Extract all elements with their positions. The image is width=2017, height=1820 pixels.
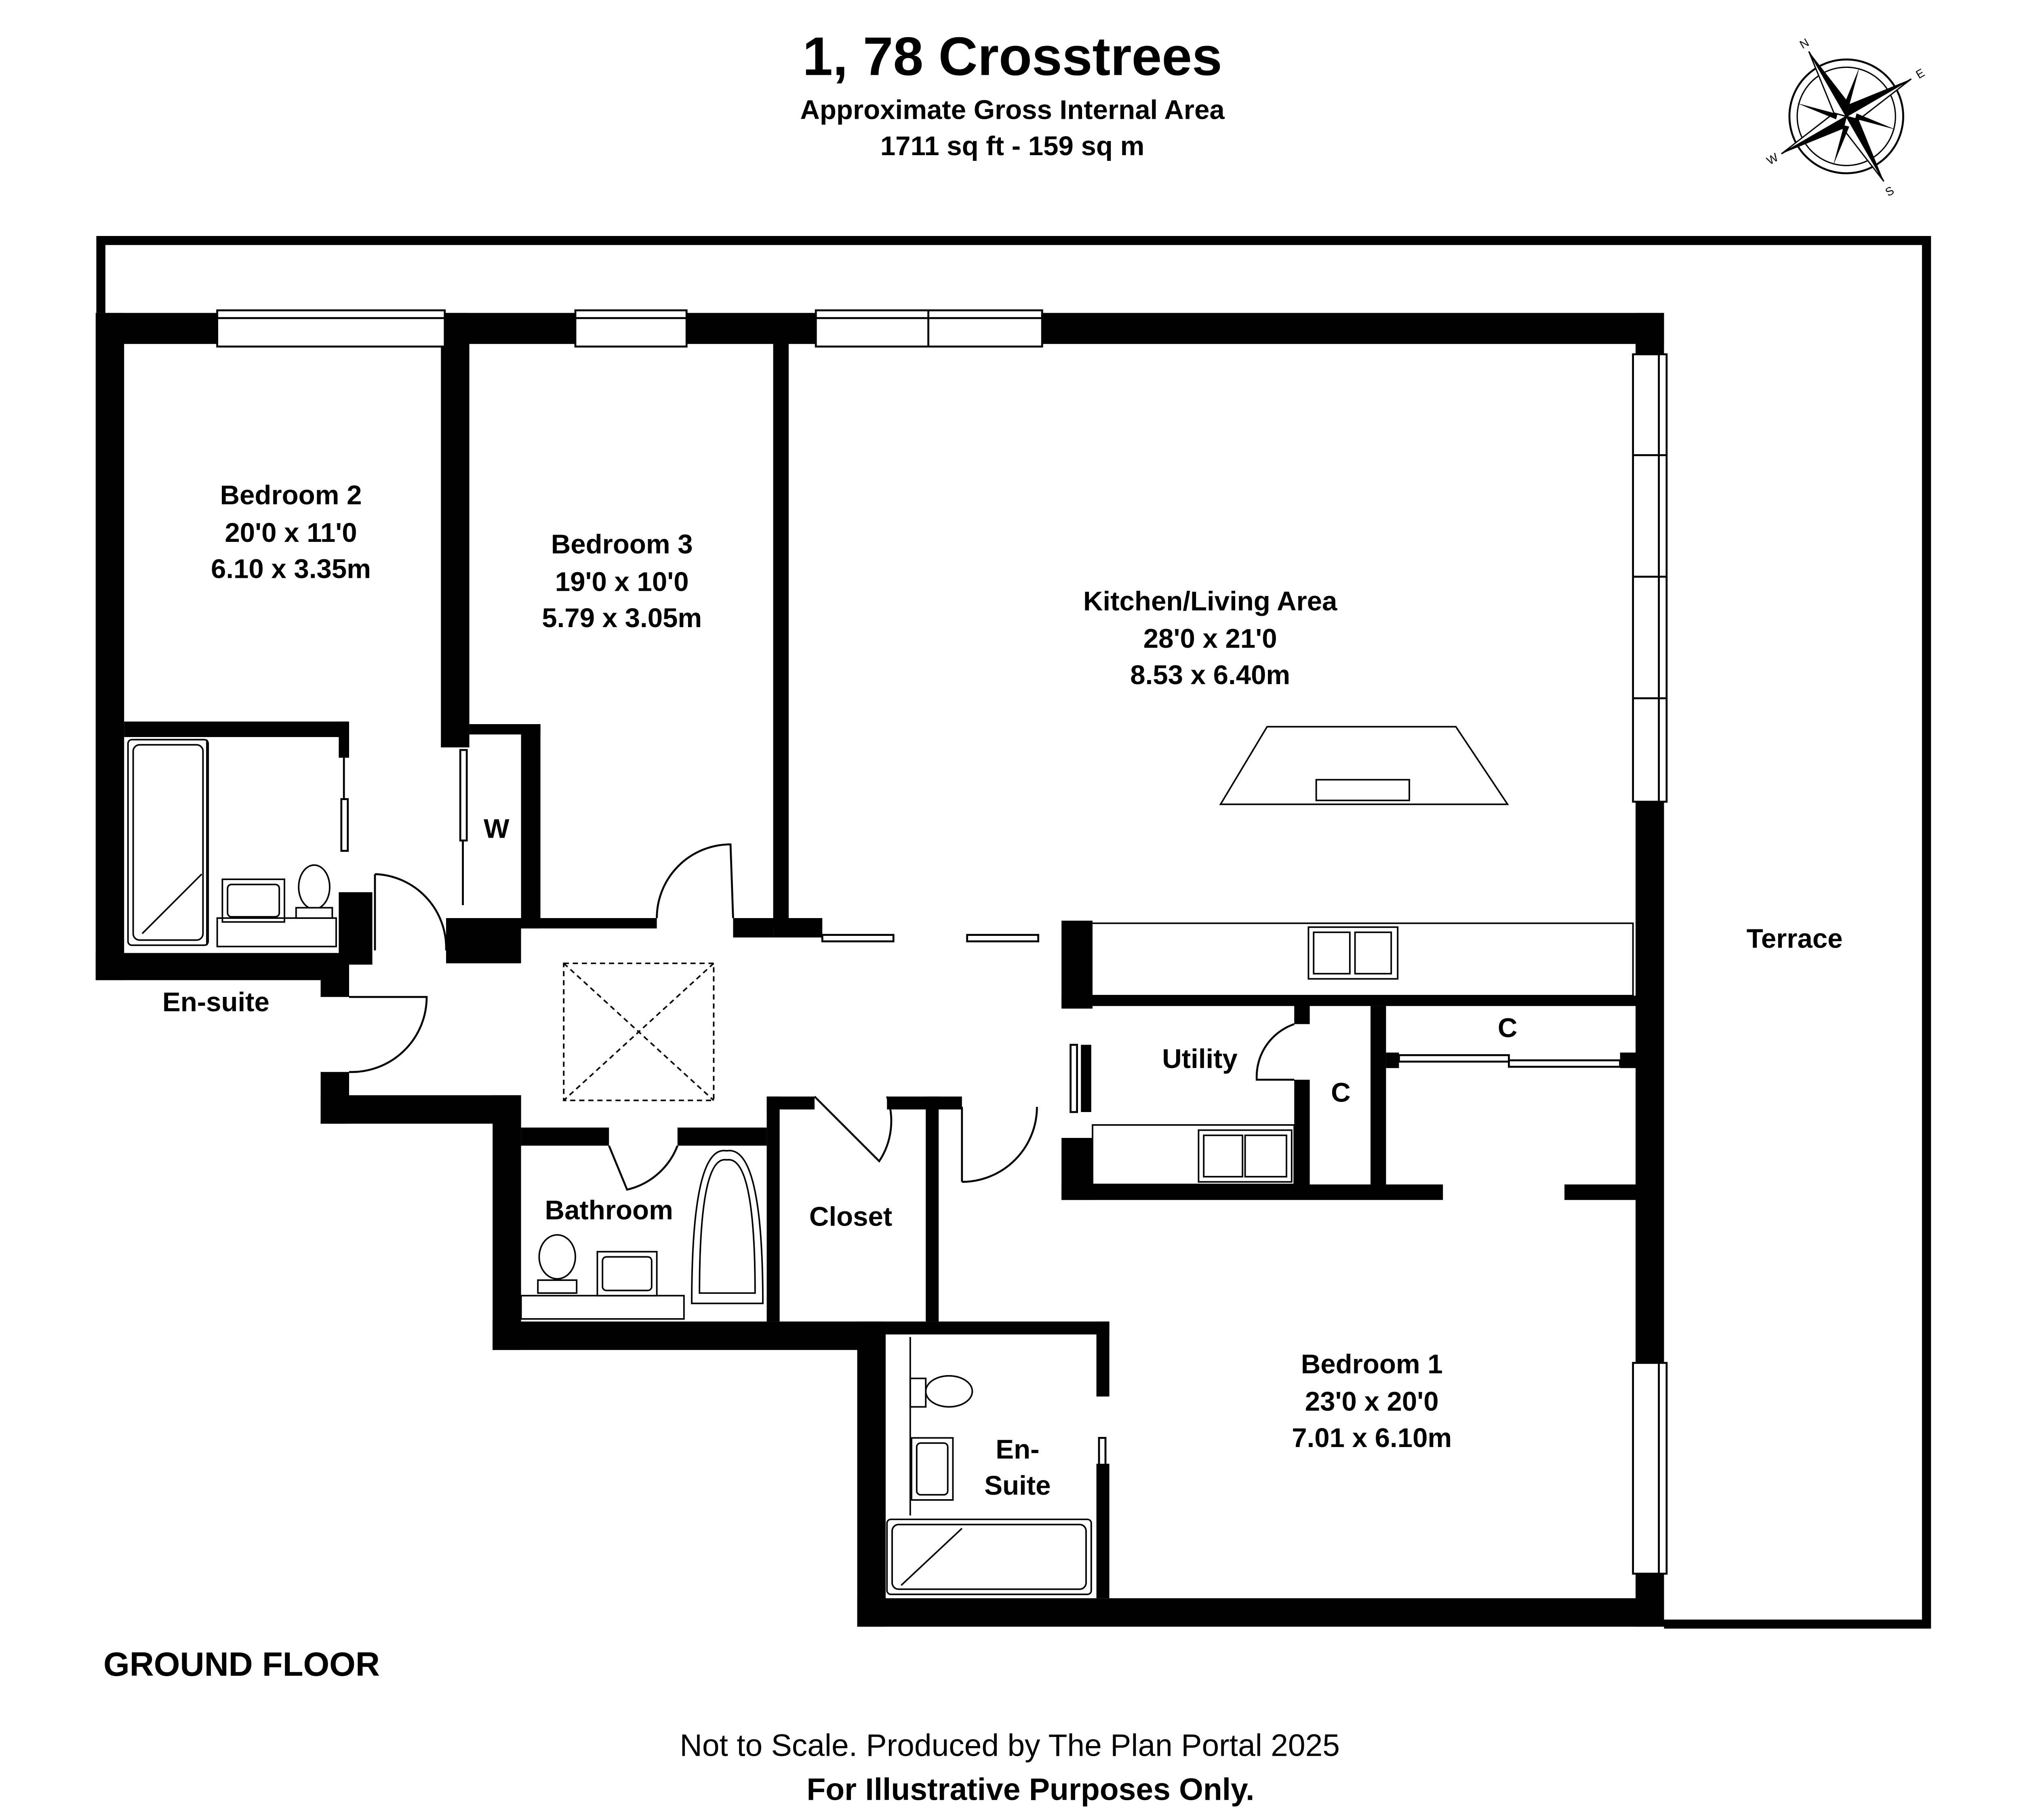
ensuite-lower-label-2: Suite xyxy=(984,1470,1051,1501)
terrace-label: Terrace xyxy=(1747,924,1843,954)
room-kitchen-living: Kitchen/Living Area 28'0 x 21'0 8.53 x 6… xyxy=(1083,586,1337,690)
fixtures xyxy=(127,726,1634,1595)
wardrobe-label: W xyxy=(484,814,510,844)
windows xyxy=(216,309,1668,1575)
compass-e-label: E xyxy=(1914,66,1927,81)
plan-subtitle: Approximate Gross Internal Area xyxy=(800,95,1225,125)
room-bedroom-3: Bedroom 3 19'0 x 10'0 5.79 x 3.05m xyxy=(542,529,702,633)
closet-label: Closet xyxy=(809,1202,892,1232)
footer-disclaimer: Not to Scale. Produced by The Plan Porta… xyxy=(680,1728,1340,1763)
cupboard-b-label: C xyxy=(1331,1077,1351,1108)
compass-icon: N S W E xyxy=(1764,36,1927,199)
kitchen-metric: 8.53 x 6.40m xyxy=(1130,660,1290,690)
bedroom-1-imperial: 23'0 x 20'0 xyxy=(1305,1386,1439,1417)
floor-label: GROUND FLOOR xyxy=(103,1645,380,1683)
doors xyxy=(340,749,1621,1491)
cupboard-a-label: C xyxy=(1498,1013,1518,1043)
interior-walls xyxy=(124,313,1637,1599)
compass-n-label: N xyxy=(1798,36,1811,51)
bedroom-2-metric: 6.10 x 3.35m xyxy=(211,554,371,584)
compass-w-label: W xyxy=(1764,151,1781,168)
room-bedroom-1: Bedroom 1 23'0 x 20'0 7.01 x 6.10m xyxy=(1292,1349,1452,1453)
bedroom-3-name: Bedroom 3 xyxy=(551,529,693,560)
bedroom-2-name: Bedroom 2 xyxy=(220,480,362,510)
plan-title: 1, 78 Crosstrees xyxy=(802,26,1222,87)
bedroom-1-metric: 7.01 x 6.10m xyxy=(1292,1423,1452,1453)
bedroom-1-name: Bedroom 1 xyxy=(1301,1349,1443,1379)
utility-label: Utility xyxy=(1162,1044,1238,1074)
kitchen-name: Kitchen/Living Area xyxy=(1083,586,1337,616)
room-bedroom-2: Bedroom 2 20'0 x 11'0 6.10 x 3.35m xyxy=(211,480,371,584)
plan-area: 1711 sq ft - 159 sq m xyxy=(880,131,1145,161)
bedroom-3-metric: 5.79 x 3.05m xyxy=(542,603,702,633)
bedroom-2-imperial: 20'0 x 11'0 xyxy=(225,518,357,548)
ensuite-left-label: En-suite xyxy=(162,987,269,1017)
terrace-outline xyxy=(96,236,1931,1629)
footer-illustrative: For Illustrative Purposes Only. xyxy=(806,1772,1254,1807)
bathroom-label: Bathroom xyxy=(545,1195,673,1226)
compass-s-label: S xyxy=(1883,184,1897,199)
bedroom-3-imperial: 19'0 x 10'0 xyxy=(555,567,689,597)
kitchen-imperial: 28'0 x 21'0 xyxy=(1143,624,1277,654)
ensuite-lower-label-1: En- xyxy=(996,1435,1039,1465)
